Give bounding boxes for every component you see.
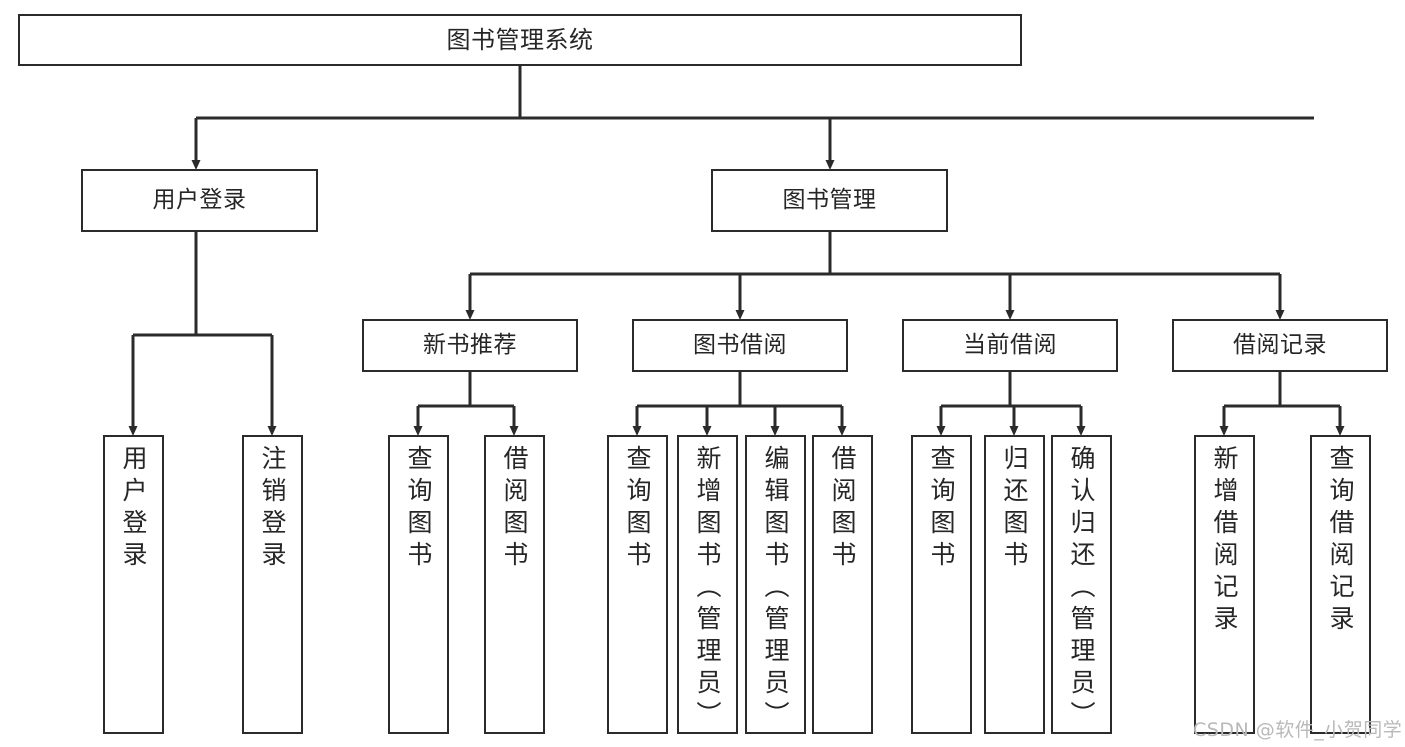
leaf-query-book-cur[interactable]: 查询图书: [911, 435, 972, 734]
leaf-user-login[interactable]: 用户登录: [103, 435, 164, 734]
node-user-login[interactable]: 用户登录: [81, 169, 318, 232]
leaf-borrow-book[interactable]: 借阅图书: [812, 435, 873, 734]
leaf-edit-book-label: 编辑图书（管理员）: [761, 445, 790, 733]
node-current-borrow-label: 当前借阅: [963, 331, 1057, 358]
node-borrow-record[interactable]: 借阅记录: [1172, 319, 1388, 372]
node-book-borrow-label: 图书借阅: [693, 331, 787, 358]
watermark: CSDN @软件_小贺同学: [1193, 719, 1403, 741]
leaf-edit-book[interactable]: 编辑图书（管理员）: [745, 435, 806, 734]
leaf-borrow-book-rec[interactable]: 借阅图书: [484, 435, 545, 734]
node-user-login-label: 用户登录: [152, 186, 247, 213]
leaf-user-login-label: 用户登录: [119, 445, 148, 573]
leaf-borrow-book-label: 借阅图书: [828, 445, 857, 573]
leaf-add-book-label: 新增图书（管理员）: [693, 445, 722, 733]
leaf-confirm-return-label: 确认归还（管理员）: [1067, 445, 1096, 733]
leaf-query-record-label: 查询借阅记录: [1326, 445, 1355, 637]
leaf-add-record[interactable]: 新增借阅记录: [1194, 435, 1255, 734]
leaf-confirm-return[interactable]: 确认归还（管理员）: [1051, 435, 1112, 734]
leaf-query-book-borrow[interactable]: 查询图书: [607, 435, 668, 734]
leaf-query-book-cur-label: 查询图书: [927, 445, 956, 573]
leaf-query-book-rec[interactable]: 查询图书: [388, 435, 449, 734]
node-new-book-rec[interactable]: 新书推荐: [362, 319, 578, 372]
leaf-user-logout-label: 注销登录: [258, 445, 287, 573]
leaf-return-book-label: 归还图书: [1000, 445, 1029, 573]
leaf-add-book[interactable]: 新增图书（管理员）: [677, 435, 738, 734]
leaf-query-book-borrow-label: 查询图书: [623, 445, 652, 573]
node-current-borrow[interactable]: 当前借阅: [902, 319, 1118, 372]
node-new-book-rec-label: 新书推荐: [423, 331, 517, 358]
leaf-borrow-book-rec-label: 借阅图书: [500, 445, 529, 573]
node-root-label: 图书管理系统: [446, 25, 594, 54]
leaf-add-record-label: 新增借阅记录: [1210, 445, 1239, 637]
node-book-manage[interactable]: 图书管理: [711, 169, 948, 232]
node-book-borrow[interactable]: 图书借阅: [632, 319, 848, 372]
leaf-query-book-rec-label: 查询图书: [404, 445, 433, 573]
node-book-manage-label: 图书管理: [782, 186, 877, 213]
leaf-return-book[interactable]: 归还图书: [984, 435, 1045, 734]
node-root[interactable]: 图书管理系统: [18, 14, 1022, 66]
node-borrow-record-label: 借阅记录: [1233, 331, 1327, 358]
leaf-query-record[interactable]: 查询借阅记录: [1310, 435, 1371, 734]
leaf-user-logout[interactable]: 注销登录: [242, 435, 303, 734]
